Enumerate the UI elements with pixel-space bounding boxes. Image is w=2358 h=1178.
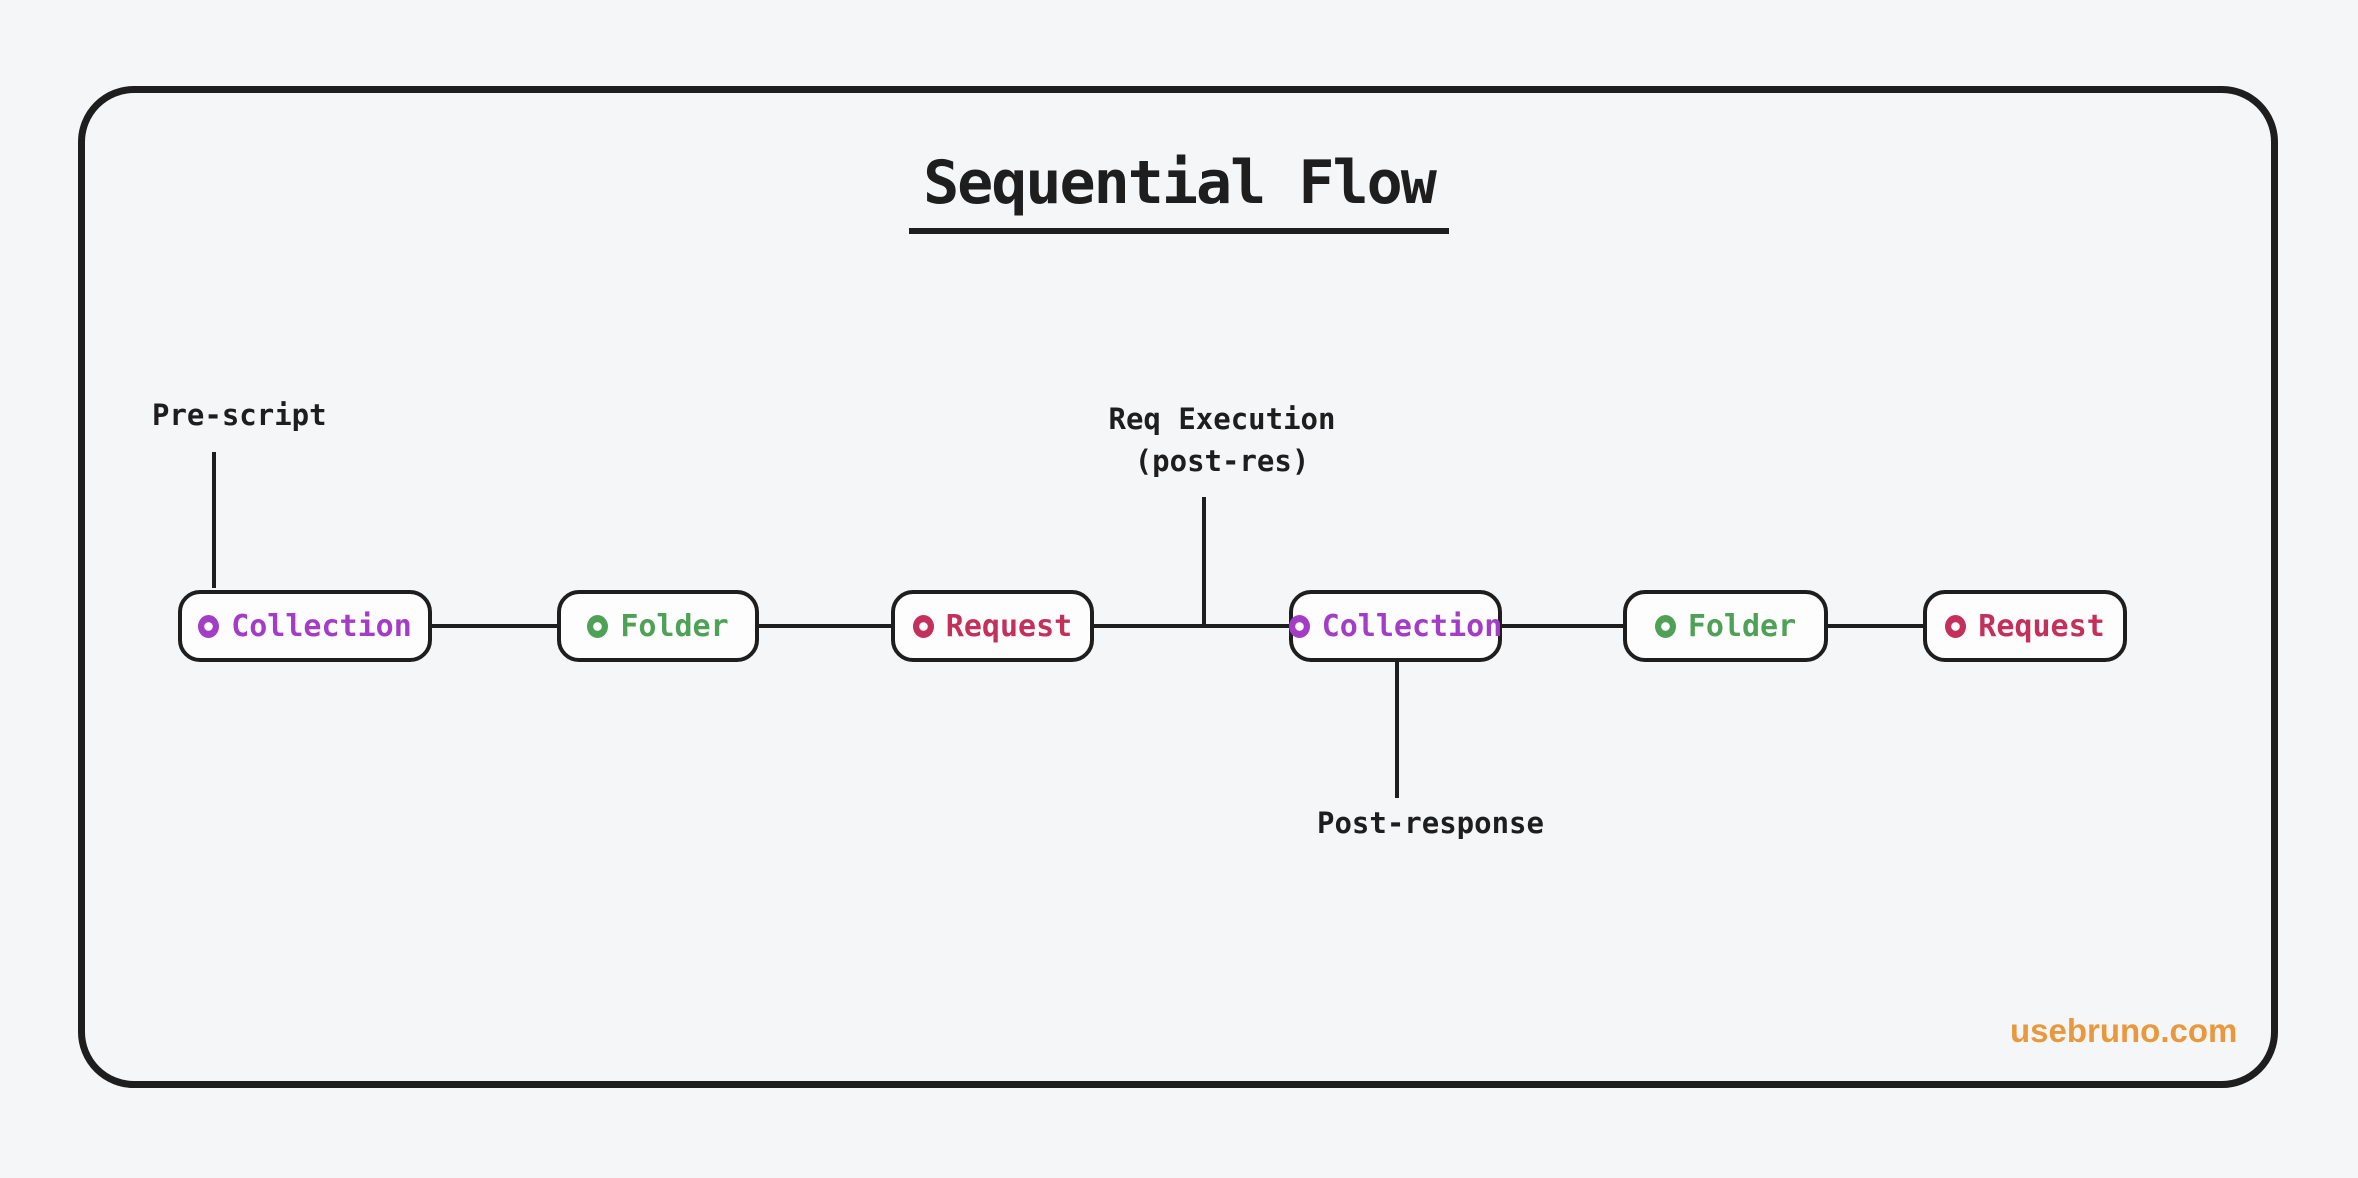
edge-folder1-request1 [759, 624, 891, 628]
folder-icon [587, 614, 609, 638]
folder-icon [1654, 614, 1676, 638]
edge-collection1-folder1 [432, 624, 557, 628]
outer-frame [78, 86, 2278, 1088]
request-icon [912, 614, 934, 638]
node-collection-1: Collection [178, 590, 432, 662]
node-folder-2: Folder [1623, 590, 1828, 662]
edge-collection2-folder2 [1502, 624, 1623, 628]
post-response-label: Post-response [1317, 806, 1544, 840]
req-execution-line1: Req Execution [1108, 402, 1336, 436]
pre-script-connector-line [212, 452, 216, 588]
node-collection-2: Collection [1288, 590, 1503, 662]
node-request-1: Request [891, 590, 1094, 662]
req-execution-line2: (post-res) [1134, 444, 1310, 478]
node-label: Collection [1321, 608, 1503, 644]
collection-icon [1288, 614, 1310, 638]
node-label: Folder [1687, 608, 1797, 644]
collection-icon [198, 614, 220, 638]
node-label: Folder [620, 608, 729, 644]
node-label: Request [1978, 608, 2105, 644]
edge-folder2-request2 [1828, 624, 1923, 628]
pre-script-label: Pre-script [152, 398, 327, 432]
edge-request1-collection2 [1094, 624, 1289, 628]
post-response-connector-line [1395, 662, 1399, 798]
node-request-2: Request [1923, 590, 2127, 662]
req-execution-label: Req Execution (post-res) [1022, 398, 1422, 482]
node-label: Request [945, 608, 1073, 644]
title-wrap: Sequential Flow [0, 148, 2358, 234]
usebruno-watermark: usebruno.com [2010, 1012, 2238, 1049]
request-icon [1945, 614, 1967, 638]
node-folder-1: Folder [557, 590, 759, 662]
node-label: Collection [231, 608, 412, 644]
req-execution-connector-line [1202, 497, 1206, 626]
page-title: Sequential Flow [909, 148, 1449, 234]
